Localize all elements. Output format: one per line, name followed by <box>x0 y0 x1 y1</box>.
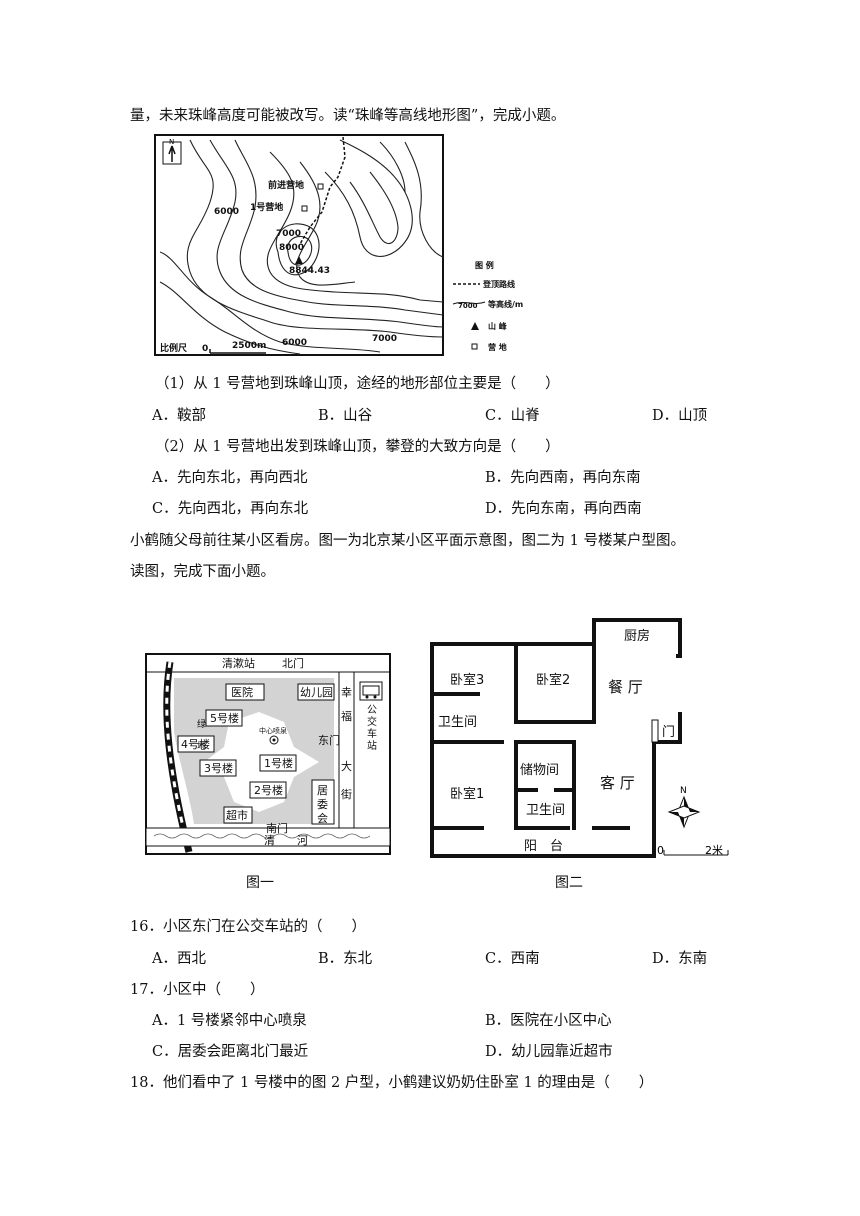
door-label: 门 <box>662 725 675 740</box>
legend-contour-value: 7000 <box>458 302 478 310</box>
bedroom-1-label: 卧室1 <box>450 786 484 802</box>
scale-zero: 0 <box>202 344 208 354</box>
q17-option-b[interactable]: B．医院在小区中心 <box>485 1013 612 1029</box>
q16-stem: 16．小区东门在公交车站的（ ） <box>130 919 366 935</box>
figure-2-caption: 图二 <box>555 875 583 891</box>
peak-icon <box>295 256 303 264</box>
q2-stem: （2）从 1 号营地出发到珠峰山顶，攀登的大致方向是（ ） <box>155 439 560 455</box>
camp-forward-label: 前进营地 <box>268 179 304 191</box>
street-label-1: 幸 <box>341 686 352 699</box>
bathroom-2-label: 卫生间 <box>526 803 565 818</box>
q2-option-d[interactable]: D．先向东南，再向西南 <box>485 501 642 517</box>
q16-option-c[interactable]: C．西南 <box>485 951 540 967</box>
dining-label: 餐 厅 <box>608 678 643 696</box>
q2-option-b[interactable]: B．先向西南，再向东南 <box>485 470 641 486</box>
kitchen-label: 厨房 <box>624 628 650 644</box>
bus-label-2: 交 <box>367 715 377 728</box>
contour-7000-b-label: 7000 <box>372 334 397 344</box>
q16-option-b[interactable]: B．东北 <box>318 951 373 967</box>
passage-line-1: 小鹤随父母前往某小区看房。图一为北京某小区平面示意图，图二为 1 号楼某户型图。 <box>130 533 685 549</box>
committee-label-1: 居 <box>317 784 328 797</box>
q17-option-c[interactable]: C．居委会距离北门最近 <box>152 1044 309 1060</box>
fountain-label: 中心喷泉 <box>259 726 287 735</box>
compass-north-label: N <box>680 786 687 796</box>
contour-6000-b-label: 6000 <box>282 338 307 348</box>
bus-label-4: 站 <box>367 739 377 752</box>
supermarket-label: 超市 <box>226 808 248 822</box>
street-label-4: 街 <box>341 787 352 801</box>
street-label-2: 福 <box>341 709 352 723</box>
legend-route: 登顶路线 <box>482 279 515 289</box>
intro-line: 量，未来珠峰高度可能被改写。读“珠峰等高线地形图”，完成小题。 <box>130 108 566 124</box>
scale-label: 比例尺 <box>160 342 187 354</box>
q1-stem: （1）从 1 号营地到珠峰山顶，途经的地形部位主要是（ ） <box>155 376 560 392</box>
peak-elevation-label: 8844.43 <box>289 266 330 276</box>
map-legend: 图 例 登顶路线 7000 等高线/m 山 峰 营 地 <box>452 260 523 352</box>
north-gate-label: 北门 <box>282 656 304 670</box>
living-label: 客 厅 <box>600 774 635 792</box>
building-2-label: 2号楼 <box>254 783 283 797</box>
q16-option-d[interactable]: D．东南 <box>652 951 708 967</box>
storage-label: 储物间 <box>520 763 559 778</box>
bus-icon <box>362 685 380 699</box>
bedroom-2-label: 卧室2 <box>536 672 570 688</box>
street-label-3: 大 <box>341 759 352 773</box>
scale-zero-label: 0 <box>657 844 664 857</box>
everest-contour-map: N 前进营地 1号营地 6000 7000 8000 8844.43 比例尺 0… <box>154 134 523 356</box>
legend-contour: 等高线/m <box>487 299 523 309</box>
bathroom-1-label: 卫生间 <box>438 715 477 730</box>
passage-line-2: 读图，完成下面小题。 <box>130 564 275 580</box>
legend-title: 图 例 <box>475 260 494 270</box>
q2-option-a[interactable]: A．先向东北，再向西北 <box>152 470 308 486</box>
hospital-label: 医院 <box>231 685 253 699</box>
q1-option-a[interactable]: A．鞍部 <box>152 408 206 424</box>
neighborhood-map: 清漱站 北门 医院 幼儿园 绿 地 5号楼 4号楼 中心喷泉 3号楼 1号楼 东… <box>145 653 391 855</box>
floor-plan: 厨房 卧室3 卧室2 餐 厅 卫生间 门 储物间 客 厅 卧室1 卫生间 阳 台… <box>430 618 729 858</box>
scale-bar: 0 2米 <box>657 844 729 857</box>
bedroom-3-label: 卧室3 <box>450 672 484 688</box>
contour-7000-label: 7000 <box>276 229 301 239</box>
north-arrow-icon: N <box>162 138 182 165</box>
q1-option-b[interactable]: B．山谷 <box>318 408 373 424</box>
scale-value-label: 2米 <box>705 844 723 857</box>
q1-option-c[interactable]: C．山脊 <box>485 408 540 424</box>
building-5-label: 5号楼 <box>210 711 239 725</box>
q16-option-a[interactable]: A．西北 <box>152 951 206 967</box>
kindergarten-label: 幼儿园 <box>300 686 333 699</box>
legend-peak: 山 峰 <box>488 321 507 331</box>
contour-8000-label: 8000 <box>279 243 304 253</box>
q17-stem: 17．小区中（ ） <box>130 982 265 998</box>
east-gate-label: 东门 <box>318 733 340 747</box>
committee-label-3: 会 <box>317 812 328 825</box>
contour-6000-label: 6000 <box>214 207 239 217</box>
scale-value: 2500m <box>232 341 266 351</box>
q2-option-c[interactable]: C．先向西北，再向东北 <box>152 501 309 517</box>
balcony-label: 阳 台 <box>524 839 563 854</box>
bus-label-3: 车 <box>367 727 377 740</box>
committee-label-2: 委 <box>317 798 328 811</box>
green-label-2: 地 <box>197 740 206 752</box>
legend-camp: 营 地 <box>488 342 507 352</box>
river-label: 清 河 <box>264 834 308 847</box>
green-label-1: 绿 <box>197 718 206 730</box>
q17-option-a[interactable]: A．1 号楼紧邻中心喷泉 <box>152 1013 307 1029</box>
south-gate-label: 南门 <box>266 821 288 835</box>
top-street-label: 清漱站 <box>222 656 255 670</box>
compass-icon: N <box>667 786 701 829</box>
building-3-label: 3号楼 <box>204 761 233 775</box>
q18-stem: 18．他们看中了 1 号楼中的图 2 户型，小鹤建议奶奶住卧室 1 的理由是（ … <box>130 1075 654 1091</box>
building-1-label: 1号楼 <box>264 756 293 770</box>
camp-1-label: 1号营地 <box>250 201 283 213</box>
q1-option-d[interactable]: D．山顶 <box>652 408 708 424</box>
q17-option-d[interactable]: D．幼儿园靠近超市 <box>485 1044 613 1060</box>
north-label: N <box>169 138 174 146</box>
bus-label-1: 公 <box>367 705 377 716</box>
figure-1-caption: 图一 <box>246 875 274 891</box>
building-4-label: 4号楼 <box>181 737 210 751</box>
